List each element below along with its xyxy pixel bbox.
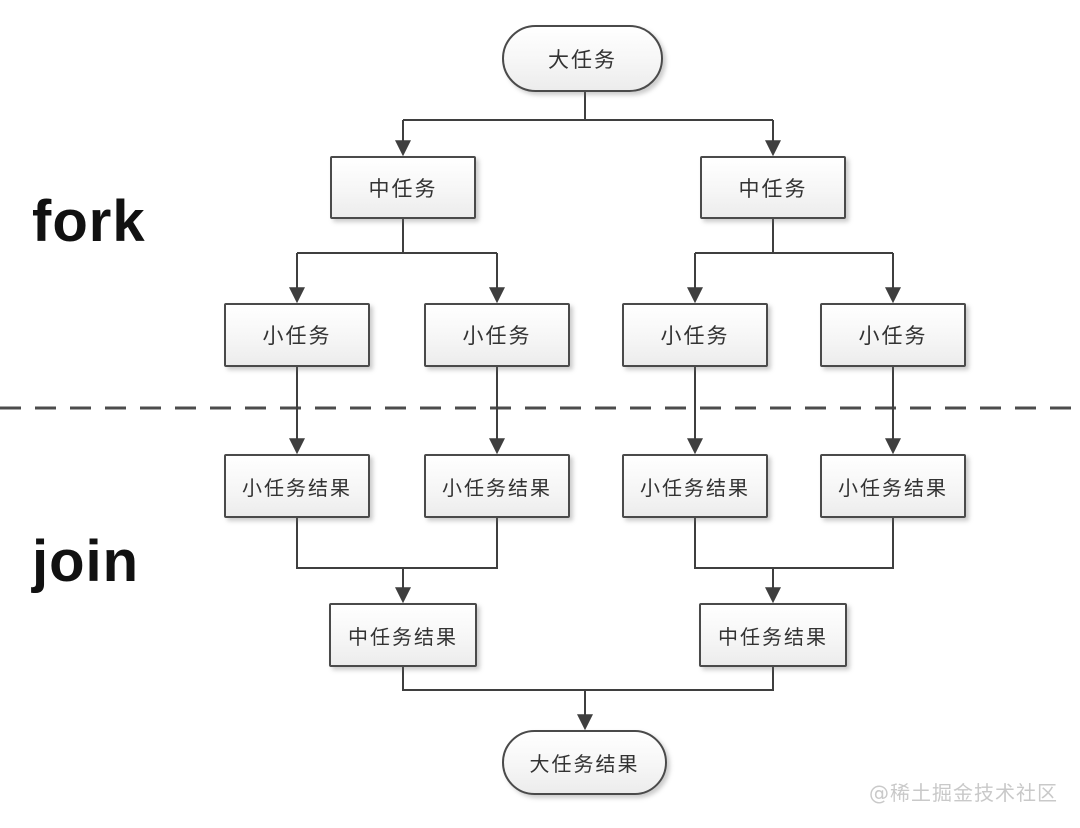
node-small-result-1: 小任务结果 bbox=[224, 454, 370, 518]
node-big-task: 大任务 bbox=[502, 25, 663, 92]
node-mid-result-left: 中任务结果 bbox=[329, 603, 477, 667]
node-big-result: 大任务结果 bbox=[502, 730, 667, 795]
phase-label-join: join bbox=[32, 529, 140, 594]
node-mid-task-right: 中任务 bbox=[700, 156, 846, 219]
node-mid-result-right: 中任务结果 bbox=[699, 603, 847, 667]
watermark: @稀土掘金技术社区 bbox=[869, 781, 1058, 805]
node-mid-task-left: 中任务 bbox=[330, 156, 476, 219]
phase-label-fork: fork bbox=[32, 189, 146, 254]
node-small-task-2: 小任务 bbox=[424, 303, 570, 367]
node-small-result-2: 小任务结果 bbox=[424, 454, 570, 518]
node-small-task-3: 小任务 bbox=[622, 303, 768, 367]
node-small-task-4: 小任务 bbox=[820, 303, 966, 367]
node-small-result-4: 小任务结果 bbox=[820, 454, 966, 518]
node-small-task-1: 小任务 bbox=[224, 303, 370, 367]
node-small-result-3: 小任务结果 bbox=[622, 454, 768, 518]
